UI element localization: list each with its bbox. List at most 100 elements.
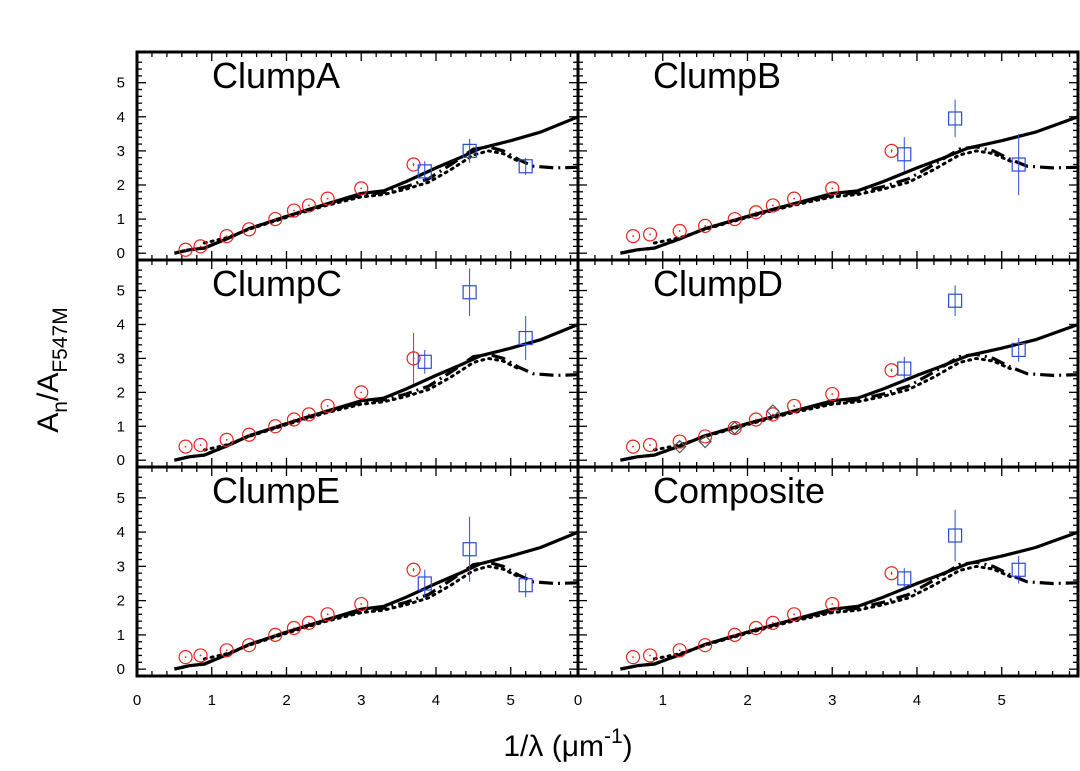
data-circle-center [274,218,277,220]
data-circle-center [199,444,202,446]
x-tick-label: 0 [574,692,582,709]
data-circle [320,607,335,622]
y-tick-label: 5 [117,75,125,92]
data-circle-center [793,405,796,407]
x-tick-label: 5 [998,692,1006,709]
x-tick-label: 4 [913,692,921,709]
model-dotted-line [652,564,1012,661]
model-dotted-line [202,356,520,452]
panel-clumpd: ClumpD [576,258,1080,469]
data-circle-center [248,433,251,436]
data-square [897,361,912,376]
x-tick-label: 3 [828,692,836,709]
data-circle [301,407,317,422]
x-tick-label: 1 [208,692,216,709]
data-circle-center [793,197,796,200]
data-diamond [698,434,712,449]
data-diamond [766,404,780,418]
panel-title: ClumpA [212,55,340,96]
ylabel-denom: /A [32,373,65,401]
data-circle-center [293,627,295,629]
data-circle-center [412,163,415,166]
data-circle [672,434,687,449]
data-circle [178,242,193,257]
data-circle [354,596,369,612]
data-circle-center [412,568,415,571]
data-circle [193,648,208,663]
data-circle [672,643,687,658]
data-square [1011,562,1026,577]
data-circle-center [772,204,774,207]
data-circle [320,191,335,206]
data-circle [642,648,658,663]
y-tick-label: 5 [117,490,125,507]
data-circle [672,223,687,239]
data-circle-center [308,413,310,416]
model-solid-line [620,530,1079,671]
data-circle [765,198,781,213]
data-circle [219,643,234,658]
data-circle-center [831,603,834,605]
data-circle-center [772,621,774,624]
data-circle-center [649,654,651,657]
data-circle-center [326,197,329,200]
data-square [462,542,477,557]
data-circle [286,412,302,427]
data-circle-center [733,427,736,429]
data-circle [642,437,658,453]
data-circle-center [225,235,228,238]
data-circle-center [649,444,651,446]
y-tick-label: 4 [117,109,125,126]
ylabel-sub: n [49,401,72,413]
data-circle [748,412,764,427]
data-circle [825,181,840,196]
data-circle [406,351,421,366]
model-solid-line [174,530,579,671]
data-circle-center [199,654,202,657]
y-tick-label: 2 [117,384,125,401]
data-circle-center [360,603,363,605]
data-circle [825,386,840,402]
x-tick-label: 5 [507,692,515,709]
y-tick-label: 0 [117,245,125,262]
data-circle-center [326,613,329,616]
data-circle [748,205,764,220]
data-circle [787,398,802,414]
model-solid-line [620,322,1079,462]
data-circle-center [793,613,796,616]
model-dashdot-line [620,560,1079,671]
data-square [897,147,912,162]
y-tick-label: 1 [117,418,125,435]
data-square [417,164,432,179]
panel-frame [576,465,1080,678]
data-circle-center [632,656,634,659]
data-circle [219,229,234,244]
y-axis-label: An/AF547M [32,307,72,432]
y-tick-label: 3 [117,558,125,575]
data-circle [286,620,302,636]
model-solid-line [620,115,1079,255]
model-dashdot-line [174,352,579,462]
data-circle [193,239,208,254]
data-circle [642,227,658,242]
x-tick-label: 4 [432,692,440,709]
data-square [417,354,432,369]
data-circle-center [360,391,363,394]
panel-clumpb: ClumpB [576,50,1080,262]
data-square [518,159,533,174]
data-circle-center [678,230,681,232]
data-circle [625,229,641,244]
x-tick-label: 2 [743,692,751,709]
data-circle [178,650,193,665]
model-dashdot-line [620,352,1079,462]
data-circle-center [293,209,295,212]
y-tick-label: 3 [117,143,125,160]
data-square [897,571,912,586]
data-square [518,330,533,346]
data-circle [406,562,421,577]
data-circle [698,429,713,444]
y-tick-label: 5 [117,283,125,300]
data-circle [698,638,713,653]
